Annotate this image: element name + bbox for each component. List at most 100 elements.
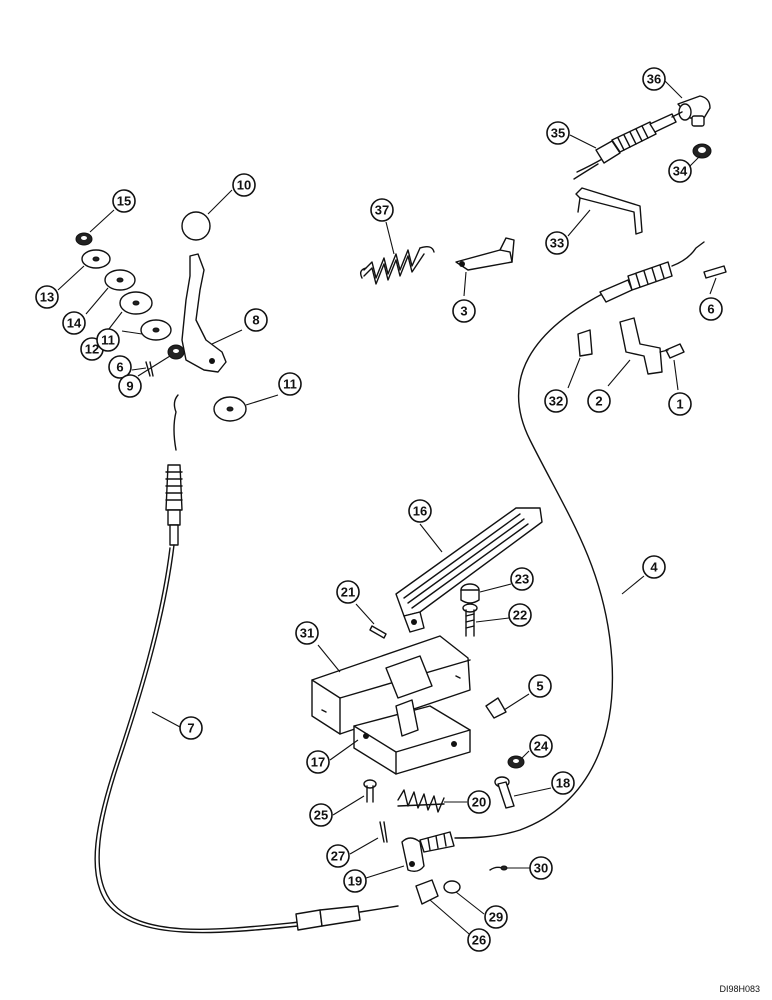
callout-22: 22	[508, 603, 532, 627]
svg-text:17: 17	[311, 755, 325, 770]
svg-text:4: 4	[650, 560, 658, 575]
pedal-base-plate-part	[311, 635, 471, 735]
callout-14: 14	[62, 311, 86, 335]
screw-lower-part	[363, 779, 377, 803]
washer-lower-part	[213, 396, 247, 422]
clip-pin-right-part	[703, 265, 727, 279]
svg-text:26: 26	[472, 933, 486, 948]
svg-text:13: 13	[40, 290, 54, 305]
svg-text:1: 1	[676, 397, 683, 412]
cable-clip-part	[485, 697, 507, 719]
svg-text:29: 29	[489, 910, 503, 925]
svg-text:12: 12	[85, 342, 99, 357]
callout-31: 31	[295, 621, 319, 645]
nut-left-part	[75, 232, 93, 246]
ball-joint-elbow-part	[677, 95, 711, 127]
angle-bracket-part	[455, 237, 515, 271]
callout-29: 29	[484, 905, 508, 929]
long-control-cable-part	[454, 241, 705, 839]
callout-7: 7	[179, 716, 203, 740]
bracket-upper-part	[575, 187, 643, 235]
lever-nut-part	[167, 344, 185, 360]
callout-9: 9	[118, 374, 142, 398]
svg-text:14: 14	[67, 316, 82, 331]
svg-text:30: 30	[534, 861, 548, 876]
split-pin-left-part	[145, 361, 154, 377]
svg-text:35: 35	[551, 126, 565, 141]
svg-text:8: 8	[252, 313, 259, 328]
svg-text:32: 32	[549, 394, 563, 409]
parts-artwork	[75, 95, 727, 934]
svg-text:3: 3	[460, 304, 467, 319]
svg-text:15: 15	[117, 194, 131, 209]
callout-6-right: 6	[699, 297, 723, 321]
callout-30: 30	[529, 856, 553, 880]
clevis-pin-part	[494, 776, 515, 809]
callout-group: 36 35 34 33 37 3 6 32 2 1 15 10 13 14 8 …	[35, 67, 723, 952]
hand-lever-part	[181, 253, 227, 373]
mounting-bracket-part	[619, 317, 663, 375]
accelerator-pedal-part	[395, 507, 543, 633]
svg-text:21: 21	[341, 585, 355, 600]
svg-text:16: 16	[413, 504, 427, 519]
callout-35: 35	[546, 121, 570, 145]
svg-text:2: 2	[595, 394, 602, 409]
callout-8: 8	[244, 308, 268, 332]
roll-pin-part	[369, 625, 387, 639]
nut-cable-end-part	[443, 880, 461, 894]
callout-11-upper: 11	[96, 328, 120, 352]
callout-27: 27	[326, 844, 350, 868]
pedal-hinge-bracket-part	[353, 699, 471, 775]
throttle-cable-left-part	[94, 394, 399, 934]
callout-10: 10	[232, 173, 256, 197]
svg-text:11: 11	[101, 333, 115, 348]
callout-3: 3	[452, 299, 476, 323]
svg-text:27: 27	[331, 849, 345, 864]
figure-reference-code: DI98H083	[719, 984, 760, 994]
svg-text:9: 9	[126, 379, 133, 394]
svg-text:7: 7	[187, 721, 194, 736]
svg-text:5: 5	[536, 679, 543, 694]
svg-text:6: 6	[116, 360, 123, 375]
callout-36: 36	[642, 67, 666, 91]
svg-text:11: 11	[283, 377, 297, 392]
callout-37: 37	[370, 198, 394, 222]
stop-cap-part	[460, 583, 480, 604]
small-fitting-part	[489, 865, 508, 871]
svg-text:19: 19	[348, 874, 362, 889]
svg-text:31: 31	[300, 626, 314, 641]
svg-text:34: 34	[673, 164, 688, 179]
cable-ferrule-part	[415, 879, 439, 905]
threaded-cable-end-upper-part	[573, 111, 683, 180]
compression-spring-part	[397, 789, 445, 813]
callout-25: 25	[309, 803, 333, 827]
callout-24: 24	[529, 734, 553, 758]
callout-4: 4	[642, 555, 666, 579]
callout-33: 33	[545, 231, 569, 255]
svg-text:24: 24	[534, 739, 549, 754]
callout-18: 18	[551, 771, 575, 795]
lever-knob-part	[181, 211, 211, 241]
split-pin-lower-part	[379, 821, 388, 843]
nut-pedal-part	[507, 755, 525, 769]
cable-clevis-part	[401, 831, 455, 873]
washer-stack-part	[81, 249, 172, 341]
callout-21: 21	[336, 580, 360, 604]
callout-34: 34	[668, 159, 692, 183]
callout-13: 13	[35, 285, 59, 309]
return-spring-part	[359, 245, 435, 285]
callout-1: 1	[668, 392, 692, 416]
callout-11-lower: 11	[278, 372, 302, 396]
svg-text:33: 33	[550, 236, 564, 251]
svg-text:18: 18	[556, 776, 570, 791]
svg-text:23: 23	[515, 572, 529, 587]
callout-23: 23	[510, 567, 534, 591]
screw-upper-part	[659, 343, 685, 359]
svg-text:20: 20	[472, 795, 486, 810]
callout-26: 26	[467, 928, 491, 952]
svg-text:10: 10	[237, 178, 251, 193]
callout-15: 15	[112, 189, 136, 213]
svg-text:25: 25	[314, 808, 328, 823]
